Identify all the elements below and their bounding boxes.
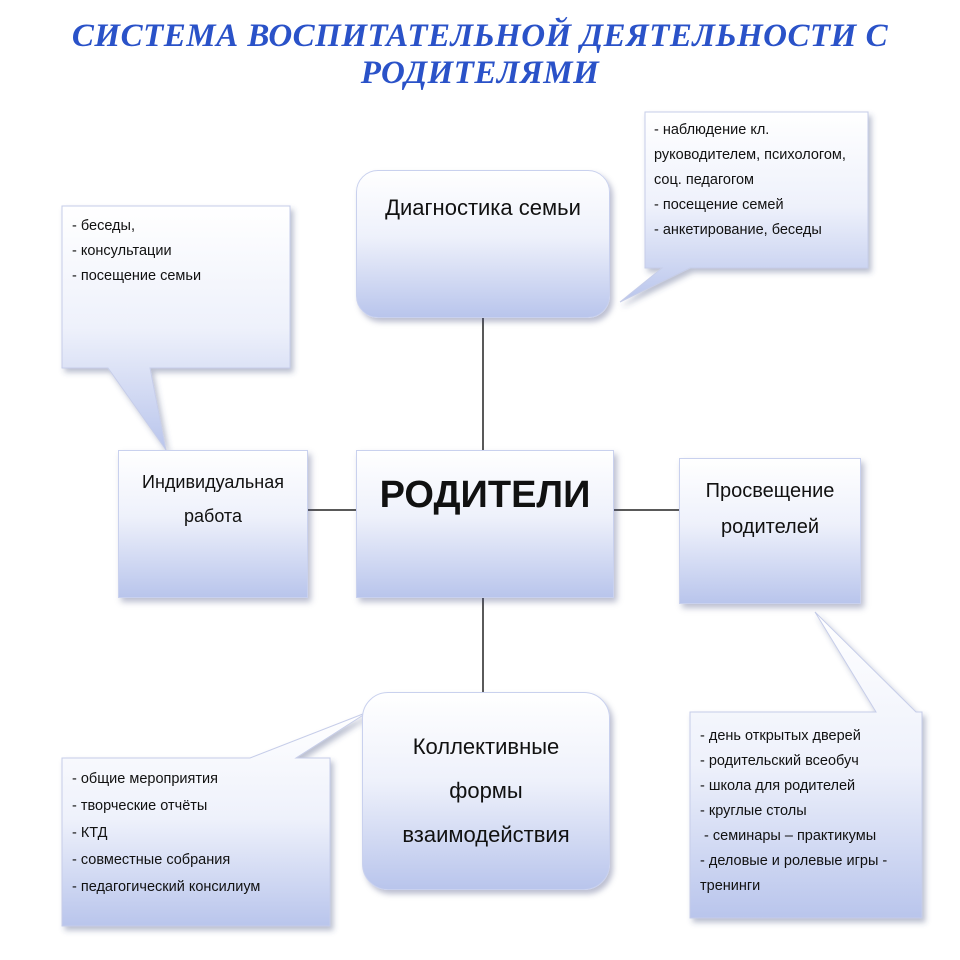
callout-diagnostics-item: - анкетирование, беседы — [654, 222, 822, 238]
callout-education-item: - круглые столы — [700, 803, 807, 819]
callout-collective-item: - КТД — [72, 825, 108, 841]
node-center-label: РОДИТЕЛИ — [379, 473, 591, 516]
callout-collective-item: - творческие отчёты — [72, 798, 208, 814]
callout-diagnostics: - наблюдение кл. руководителем, психолог… — [654, 118, 846, 243]
callout-education-item: - семинары – практикумы — [700, 828, 877, 844]
callout-education-item: - день открытых дверей — [700, 728, 861, 744]
callout-individual: - беседы, - консультации - посещение сем… — [72, 214, 201, 289]
callout-individual-item: - консультации — [72, 243, 172, 259]
callout-education-item: - родительский всеобуч — [700, 753, 859, 769]
callout-diagnostics-item: руководителем, психологом, — [654, 147, 846, 163]
node-collective: Коллективные формы взаимодействия — [362, 692, 610, 890]
callout-education-item: - школа для родителей — [700, 778, 856, 794]
callout-education-item: - деловые и ролевые игры - — [700, 853, 888, 869]
node-individual-label: Индивидуальная работа — [142, 472, 284, 526]
callout-collective-item: - совместные собрания — [72, 852, 231, 868]
callout-individual-item: - посещение семьи — [72, 268, 202, 284]
diagram-title: СИСТЕМА ВОСПИТАТЕЛЬНОЙ ДЕЯТЕЛЬНОСТИ С РО… — [71, 18, 889, 91]
callout-education: - день открытых дверей - родительский вс… — [700, 724, 887, 899]
node-education: Просвещение родителей — [679, 458, 861, 604]
callout-education-shape — [689, 611, 923, 919]
node-diagnostics-label: Диагностика семьи — [385, 195, 581, 220]
node-collective-label: Коллективные формы взаимодействия — [402, 734, 570, 847]
callout-collective-item: - педагогический консилиум — [72, 879, 261, 895]
node-education-label: Просвещение родителей — [705, 480, 835, 538]
callout-individual-shape — [61, 205, 291, 451]
callout-collective-shape — [61, 711, 369, 927]
callout-diagnostics-shape — [619, 111, 869, 303]
node-diagnostics: Диагностика семьи — [356, 170, 610, 318]
callout-education-item: тренинги — [700, 878, 761, 894]
callout-diagnostics-item: соц. педагогом — [654, 172, 754, 188]
callout-collective: - общие мероприятия - творческие отчёты … — [72, 766, 260, 901]
node-individual: Индивидуальная работа — [118, 450, 308, 598]
callout-diagnostics-item: - посещение семей — [654, 197, 784, 213]
callout-individual-item: - беседы, — [72, 218, 135, 234]
node-center: РОДИТЕЛИ — [356, 450, 614, 598]
callout-collective-item: - общие мероприятия — [72, 771, 218, 787]
callout-diagnostics-item: - наблюдение кл. — [654, 122, 770, 138]
